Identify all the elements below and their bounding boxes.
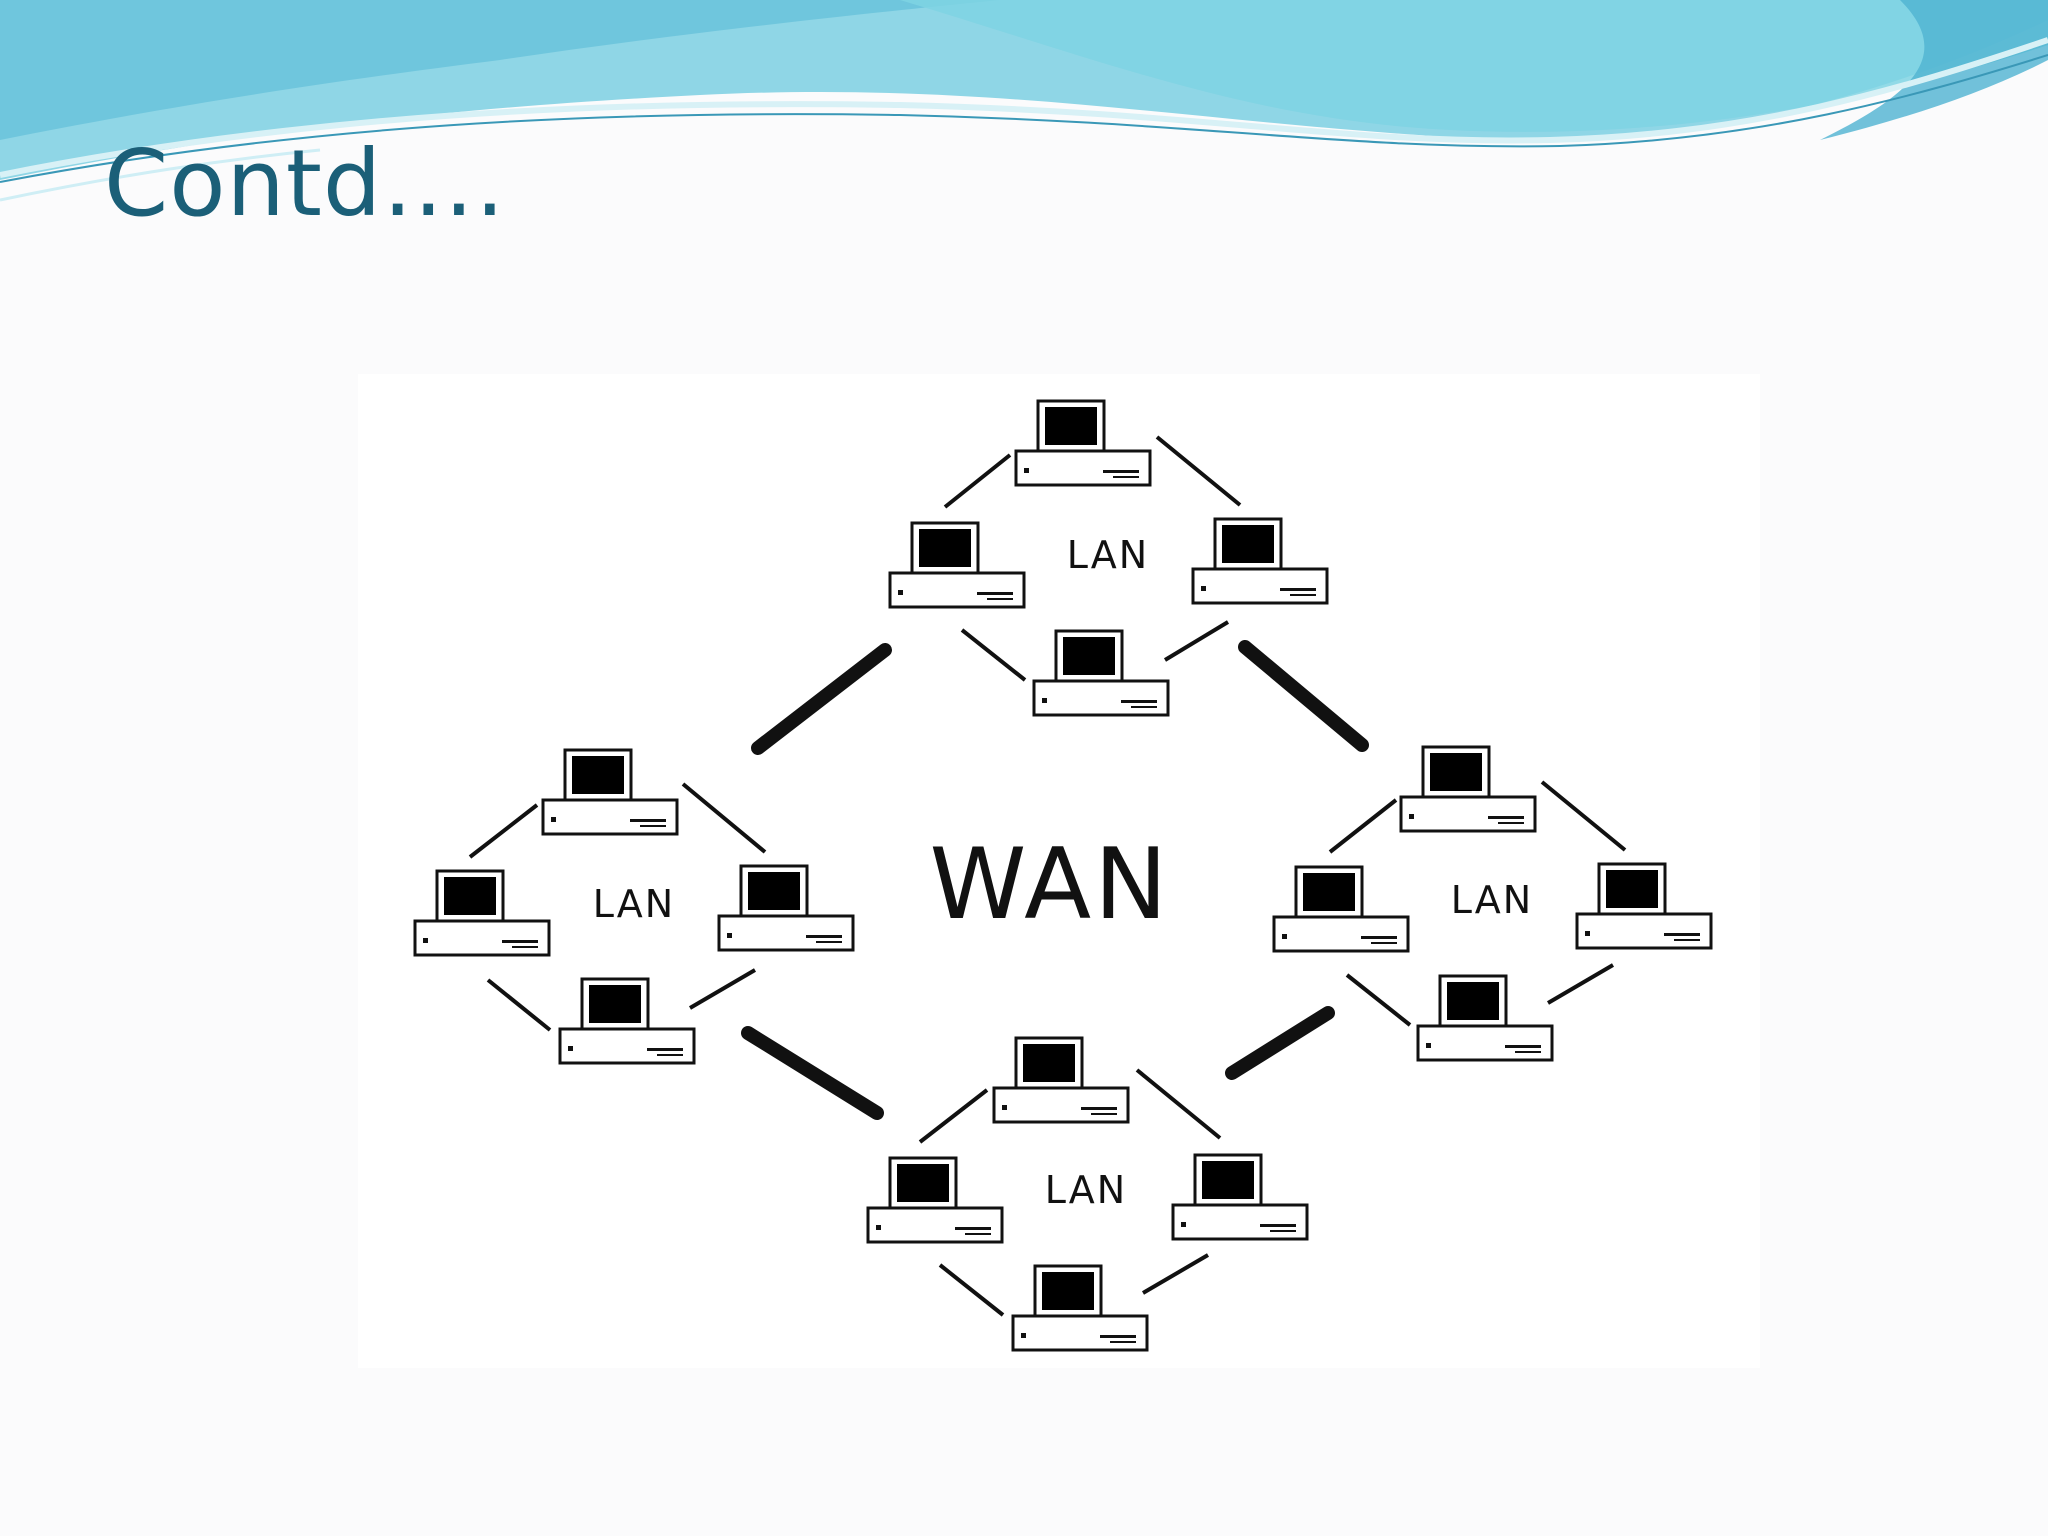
wan-links xyxy=(741,640,1369,1120)
desktop-computer-icon xyxy=(1032,629,1170,717)
wan-diagram-panel: LAN LAN LAN xyxy=(358,374,1760,1368)
lan-right: LAN xyxy=(1272,745,1713,1062)
lan-bottom: LAN xyxy=(866,1036,1309,1352)
desktop-computer-icon xyxy=(866,1156,1004,1244)
desktop-computer-icon xyxy=(1171,1153,1309,1241)
wan-link-top-left xyxy=(751,643,892,755)
desktop-computer-icon xyxy=(1191,517,1329,605)
lan-left: LAN xyxy=(413,748,855,1065)
desktop-computer-icon xyxy=(992,1036,1130,1124)
desktop-computer-icon xyxy=(413,869,551,957)
desktop-computer-icon xyxy=(1416,974,1554,1062)
desktop-computer-icon xyxy=(541,748,679,836)
wan-link-right-bottom xyxy=(1225,1006,1335,1080)
lan-links xyxy=(468,435,1627,1317)
lan-label-left: LAN xyxy=(593,882,675,926)
wan-link-left-bottom xyxy=(741,1026,884,1120)
slide-title: Contd…. xyxy=(104,130,506,237)
desktop-computer-icon xyxy=(717,864,855,952)
desktop-computer-icon xyxy=(888,521,1026,609)
lan-label-bottom: LAN xyxy=(1045,1168,1127,1212)
desktop-computer-icon xyxy=(1011,1264,1149,1352)
desktop-computer-icon xyxy=(1575,862,1713,950)
lan-label-top: LAN xyxy=(1067,533,1149,577)
wan-link-top-right xyxy=(1238,640,1369,752)
desktop-computer-icon xyxy=(558,977,696,1065)
wan-lan-diagram: LAN LAN LAN xyxy=(413,399,1713,1352)
lan-top: LAN xyxy=(888,399,1329,717)
desktop-computer-icon xyxy=(1014,399,1152,487)
desktop-computer-icon xyxy=(1399,745,1537,833)
header-wave-decoration xyxy=(0,0,2048,202)
desktop-computer-icon xyxy=(1272,865,1410,953)
lan-label-right: LAN xyxy=(1451,878,1533,922)
wan-label: WAN xyxy=(930,828,1171,942)
